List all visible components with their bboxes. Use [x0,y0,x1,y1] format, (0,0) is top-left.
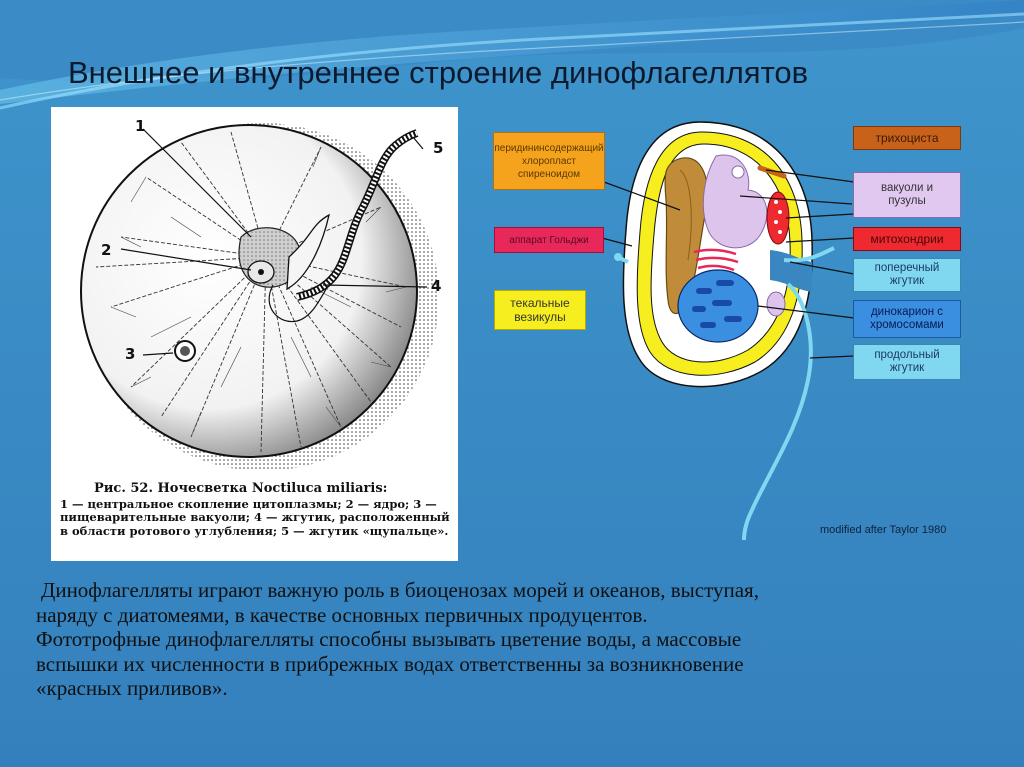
transverse-flagellum-label: поперечный жгутик [853,258,961,292]
chloroplast-label: перидининсодержащий хлоропласт спиреноид… [493,132,605,190]
figure-caption-title: Рис. 52. Ночесветка Noctiluca miliaris: [94,482,452,496]
longitudinal-flagellum-label: продольный жгутик [853,344,961,380]
body-line: Динофлагелляты играют важную роль в биоц… [36,578,996,603]
figure-number-label: 2 [101,241,111,259]
noctiluca-illustration: 1 2 3 4 5 [51,107,458,479]
diagram-credit: modified after Taylor 1980 [820,524,946,536]
dinokaryon-label: динокарион с хромосомами [853,300,961,338]
body-line: вспышки их численности в прибрежных вода… [36,652,996,677]
slide-title: Внешнее и внутреннее строение динофлагел… [68,55,808,91]
trichocyst-label: трихоциста [853,126,961,150]
theca-vesicles-label: текальные везикулы [494,290,586,330]
body-line: «красных приливов». [36,676,996,701]
figure-caption: Рис. 52. Ночесветка Noctiluca miliaris: … [60,482,452,538]
body-line: наряду с диатомеями, в качестве основных… [36,603,996,628]
mitochondria-label: митохондрии [853,227,961,251]
golgi-label: аппарат Гольджи [494,227,604,253]
figure-number-label: 5 [433,139,443,157]
figure-number-label: 3 [125,345,135,363]
figure-caption-text: 1 — центральное скопление цитоплазмы; 2 … [60,498,452,539]
figure-number-label: 4 [431,277,441,295]
body-paragraph: Динофлагелляты играют важную роль в биоц… [36,578,996,701]
vacuoles-label: вакуоли и пузулы [853,172,961,218]
figure-number-label: 1 [135,117,145,135]
body-line: Фототрофные динофлагелляты способны вызы… [36,627,996,652]
